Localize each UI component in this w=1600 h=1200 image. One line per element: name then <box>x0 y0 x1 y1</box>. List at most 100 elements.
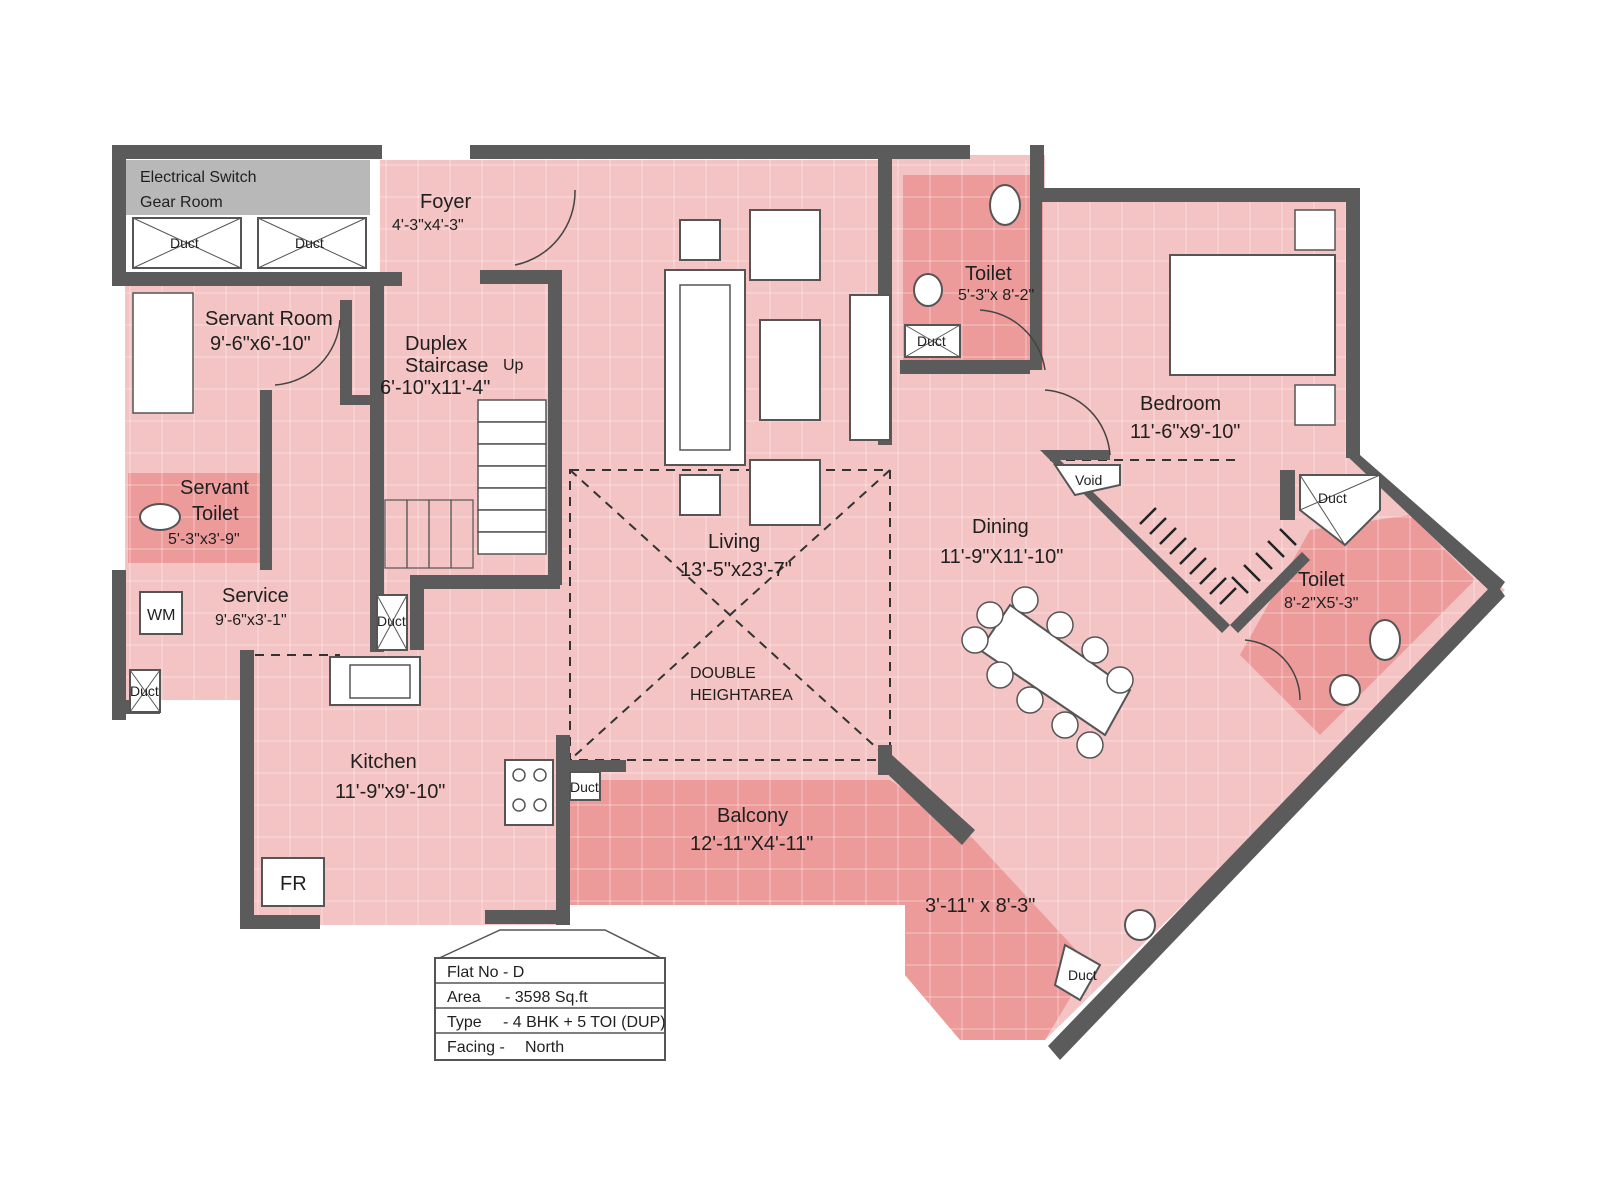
duct-5: Duct <box>129 669 161 713</box>
dining-chair <box>1106 666 1134 694</box>
info-table: Flat No - D Area - 3598 Sq.ft Type - 4 B… <box>434 929 666 1061</box>
staircase-size: 6'-10"x11'-4" <box>380 377 490 399</box>
info-area-label: Area <box>447 989 481 1006</box>
wardrobe-hanger <box>1267 540 1285 558</box>
stair-tread <box>477 509 547 533</box>
coffee-table <box>759 319 821 421</box>
door-swing <box>1044 389 1111 456</box>
double-height-name-2: HEIGHTAREA <box>690 687 793 704</box>
bedroom-size: 11'-6"x9'-10" <box>1130 421 1240 443</box>
dining-chair <box>1046 611 1074 639</box>
dining-chair <box>1076 731 1104 759</box>
stair-tread <box>477 421 547 445</box>
wardrobe-hanger <box>1139 507 1157 525</box>
balcony-name: Balcony <box>717 805 788 827</box>
dining-chair <box>1016 686 1044 714</box>
wardrobe-hanger <box>1179 547 1197 565</box>
info-type-label: Type <box>447 1014 482 1031</box>
bedroom-name: Bedroom <box>1140 393 1221 415</box>
wardrobe-hanger <box>1199 567 1217 585</box>
duct-3: Duct <box>904 324 961 358</box>
servant-room-name: Servant Room <box>205 308 333 330</box>
wardrobe-hanger <box>1189 557 1207 575</box>
foyer-name: Foyer <box>420 191 471 213</box>
stair-tread <box>477 531 547 555</box>
living-armchair <box>749 459 821 526</box>
living-chair <box>679 219 721 261</box>
wardrobe-hanger <box>1255 552 1273 570</box>
double-height-name: DOUBLE <box>690 665 756 682</box>
servant-bed <box>132 292 194 414</box>
ducts: Duct Duct Duct Duct Duct Duct <box>129 217 1381 1002</box>
servant-toilet-size: 5'-3"x3'-9" <box>168 531 240 548</box>
dining-chair <box>986 661 1014 689</box>
duct-label: Duct <box>570 779 599 795</box>
bedside-table <box>1294 209 1336 251</box>
info-area-value: - 3598 Sq.ft <box>505 989 588 1006</box>
living-armchair <box>749 209 821 281</box>
duct-label: Duct <box>377 613 406 629</box>
toilet-top-size: 5'-3"x 8'-2" <box>958 287 1034 304</box>
basin-balcony <box>1124 909 1156 941</box>
stair-tread <box>477 465 547 489</box>
door-swing <box>1244 639 1301 701</box>
duct-label: Duct <box>917 333 946 349</box>
info-facing-value: North <box>525 1039 564 1056</box>
sofa-seat <box>679 284 731 451</box>
wardrobe-hanger <box>1219 587 1237 605</box>
wardrobe-hanger <box>1279 528 1297 546</box>
kitchen-size: 11'-9"x9'-10" <box>335 781 445 803</box>
service-size: 9'-6"x3'-1" <box>215 612 287 629</box>
info-type-value: - 4 BHK + 5 TOI (DUP) <box>503 1014 666 1031</box>
wardrobe <box>1139 507 1297 605</box>
duct-label: Duct <box>295 235 324 251</box>
door-swing <box>514 189 576 266</box>
floor-electrical <box>125 160 370 215</box>
bedroom-bed <box>1169 254 1336 376</box>
stair-tread <box>450 499 474 569</box>
foyer-size: 4'-3"x4'-3" <box>392 217 464 234</box>
wardrobe-hanger <box>1243 564 1261 582</box>
staircase-name: Duplex <box>405 333 467 355</box>
servant-toilet-name: Servant <box>180 477 249 499</box>
toilet-right-size: 8'-2"X5'-3" <box>1284 595 1358 612</box>
duct-label: Duct <box>1068 967 1097 983</box>
fridge <box>261 857 325 907</box>
living-chair <box>679 474 721 516</box>
duct-label: Duct <box>170 235 199 251</box>
doors <box>274 189 1301 701</box>
info-flat-label: Flat No - D <box>447 964 524 981</box>
duct-4: Duct <box>376 594 408 651</box>
room-labels: Electrical Switch Gear Room Foyer 4'-3"x… <box>140 169 1358 917</box>
void-marker: Void <box>1053 464 1121 497</box>
wc-servant <box>139 503 181 531</box>
duct-6: Duct <box>569 771 601 801</box>
walls <box>112 145 1505 1060</box>
furniture: FR WM <box>132 184 1401 941</box>
wardrobe-hanger <box>1209 577 1227 595</box>
bedside-table <box>1294 384 1336 426</box>
dining-chair <box>1081 636 1109 664</box>
servant-toilet-name-2: Toilet <box>192 503 239 525</box>
kitchen-name: Kitchen <box>350 751 417 773</box>
basin-top <box>913 273 943 307</box>
dining-chair <box>961 626 989 654</box>
living-size: 13'-5"x23'-7" <box>680 559 792 581</box>
floor-main <box>125 155 1505 1040</box>
duct-2: Duct <box>257 217 367 269</box>
dining-chair <box>976 601 1004 629</box>
wardrobe-hanger <box>1169 537 1187 555</box>
staircase-treads <box>384 399 547 569</box>
staircase-up: Up <box>503 357 524 374</box>
toilet-right-name: Toilet <box>1298 569 1345 591</box>
stair-tread <box>477 487 547 511</box>
tv-unit <box>849 294 891 441</box>
void-label: Void <box>1075 472 1102 488</box>
door-swing <box>274 319 341 386</box>
electrical-room-name: Electrical Switch <box>140 169 256 186</box>
duct-label: Duct <box>1318 490 1347 506</box>
wc-top <box>989 184 1021 226</box>
door-swing <box>979 309 1046 371</box>
living-name: Living <box>708 531 760 553</box>
